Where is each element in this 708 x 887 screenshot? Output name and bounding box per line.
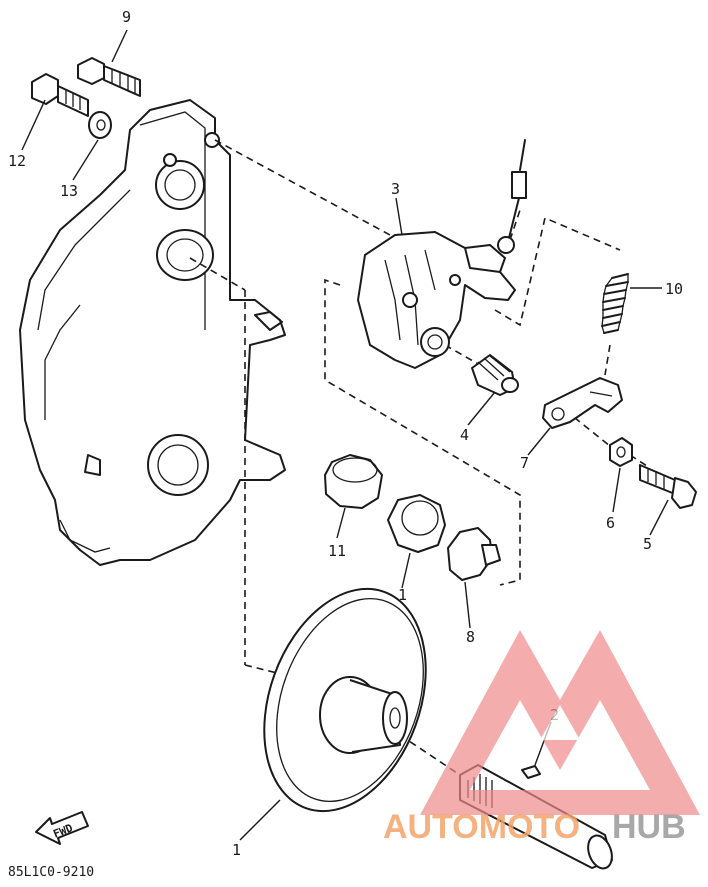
adjuster-part-4 — [471, 354, 519, 396]
spring-part-10 — [601, 273, 629, 334]
label-part-4: 4 — [460, 426, 469, 444]
label-part-3: 3 — [391, 180, 400, 198]
pulley-part-1 — [263, 587, 427, 813]
label-part-9: 9 — [122, 8, 131, 26]
nut-part-6 — [609, 437, 633, 467]
forward-arrow-icon: FWD — [35, 811, 89, 845]
bolt-part-12 — [31, 73, 89, 117]
label-part-12: 12 — [8, 152, 26, 170]
bolt-part-9 — [77, 57, 141, 97]
bush-part-11 — [324, 454, 383, 509]
watermark-auto: AUTOMOTO — [383, 808, 580, 846]
caliper-body-part-3 — [357, 231, 516, 369]
label-part-11: 11 — [328, 542, 346, 560]
washer-part-13 — [88, 111, 112, 139]
bolt-part-5 — [639, 464, 697, 509]
watermark-hub: HUB — [612, 808, 686, 846]
watermark-text: AUTOMOTO HUB — [383, 808, 686, 846]
key-part-2 — [521, 765, 541, 779]
label-part-10: 10 — [665, 280, 683, 298]
arm-part-7 — [542, 377, 623, 429]
watermark-logo-icon — [420, 630, 700, 815]
washer-part-8 — [447, 527, 501, 581]
label-part-1-pulley: 1 — [232, 841, 241, 859]
assembly-guide-lines — [189, 139, 651, 776]
label-part-6: 6 — [606, 514, 615, 532]
drawing-code: 85L1C0-9210 — [8, 865, 94, 880]
housing-cover — [19, 99, 286, 566]
label-part-1-bush: 1 — [398, 586, 407, 604]
label-part-8: 8 — [466, 628, 475, 646]
label-part-7: 7 — [520, 454, 529, 472]
bush-part-1 — [387, 494, 446, 553]
label-part-13: 13 — [60, 182, 78, 200]
control-cable — [497, 139, 527, 254]
label-part-5: 5 — [643, 535, 652, 553]
